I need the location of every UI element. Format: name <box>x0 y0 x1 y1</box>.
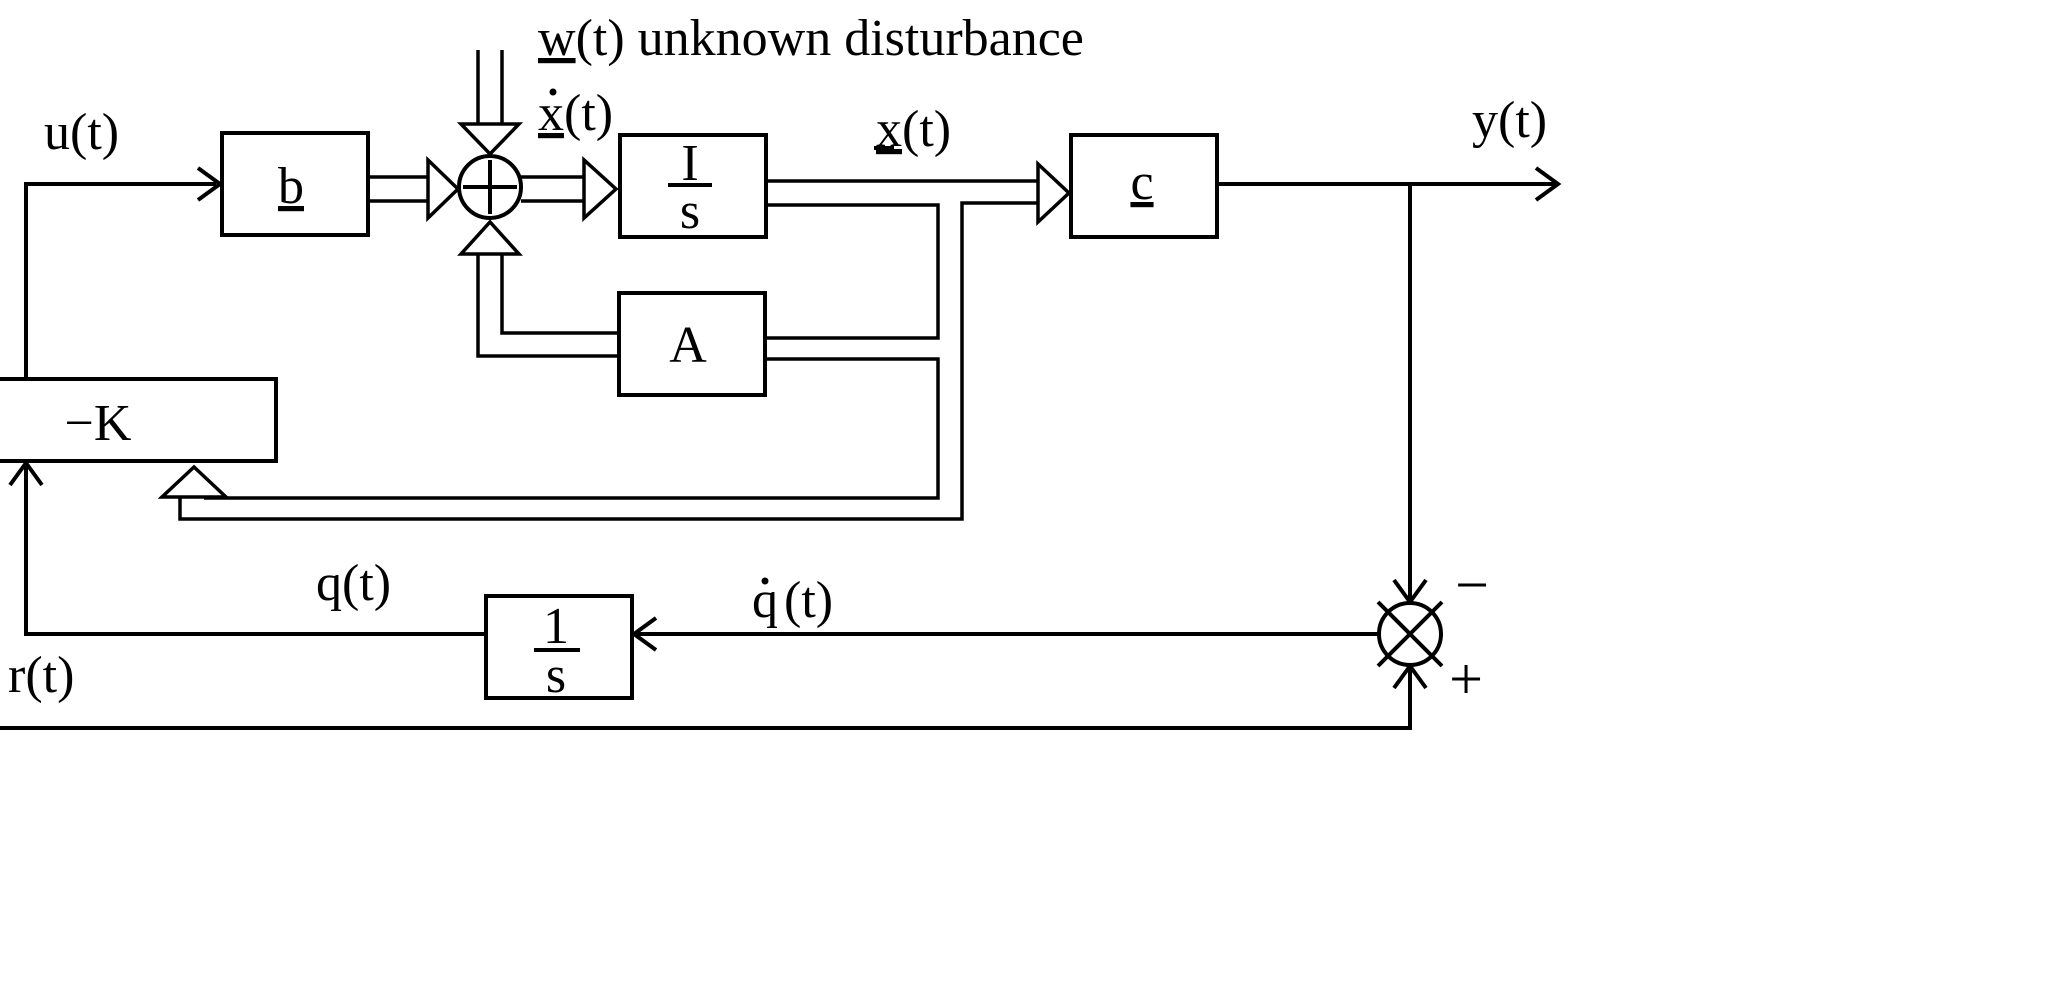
qdot-dot <box>761 577 769 585</box>
plus-sign: + <box>1449 646 1483 712</box>
wire-u <box>24 182 216 379</box>
label-qdot-rest: (t) <box>784 572 833 629</box>
label-y: y(t) <box>1472 92 1547 149</box>
block-q-integrator: 1 s <box>484 594 634 704</box>
label-qdot: q(t) <box>752 572 833 629</box>
block-A-label: A <box>669 317 707 374</box>
block-b: b <box>220 131 370 237</box>
block-b-label: b <box>278 158 304 215</box>
q-integrator-numerator: 1 <box>543 598 569 655</box>
block-minus-K-label: −K <box>65 395 132 452</box>
label-q: q(t) <box>316 555 391 612</box>
block-integrator: I s <box>618 133 768 240</box>
label-u: u(t) <box>44 104 119 161</box>
state-feedback-block-diagram: b I s A c −K 1 s − + <box>0 10 1562 730</box>
block-c: c <box>1069 133 1219 239</box>
vector-wire-xdot <box>521 156 619 222</box>
arrowhead-u <box>196 166 224 202</box>
wire-r <box>0 668 1412 730</box>
summing-junction-state <box>457 154 523 220</box>
label-xdot-rest: (t) <box>564 85 613 142</box>
vector-wire-b-to-sum <box>368 155 461 223</box>
block-A: A <box>617 291 767 397</box>
wire-q <box>24 465 486 636</box>
arrowhead-y-to-error <box>1392 578 1428 606</box>
integrator-numerator: I <box>681 135 698 192</box>
label-w: w(t) unknown disturbance <box>538 10 1084 67</box>
arrowhead-r <box>1392 662 1428 690</box>
block-c-label: c <box>1130 154 1153 211</box>
label-xdot: x(t) <box>538 85 613 142</box>
vector-wire-x <box>178 159 1072 521</box>
xdot-dot <box>549 88 557 96</box>
sum-cross-2 <box>1376 600 1444 668</box>
integrator-denominator: s <box>680 183 700 240</box>
arrowhead-q <box>8 459 44 487</box>
vector-wire-A-to-sum <box>457 219 619 358</box>
minus-sign: − <box>1455 552 1489 618</box>
label-x-rest: (t) <box>902 101 951 158</box>
q-integrator-denominator: s <box>546 647 566 704</box>
arrowhead-y <box>1534 166 1562 202</box>
label-r: r(t) <box>8 647 74 704</box>
label-w-letter: w <box>538 10 576 67</box>
block-minus-K: −K <box>0 377 278 463</box>
vector-wire-x-to-K <box>157 357 940 500</box>
arrowhead-qdot <box>630 616 658 652</box>
svg-text:x(t): x(t) <box>538 85 613 142</box>
svg-text:q(t): q(t) <box>752 572 833 629</box>
vector-wire-w <box>456 50 524 157</box>
label-w-rest: (t) unknown disturbance <box>576 10 1084 67</box>
